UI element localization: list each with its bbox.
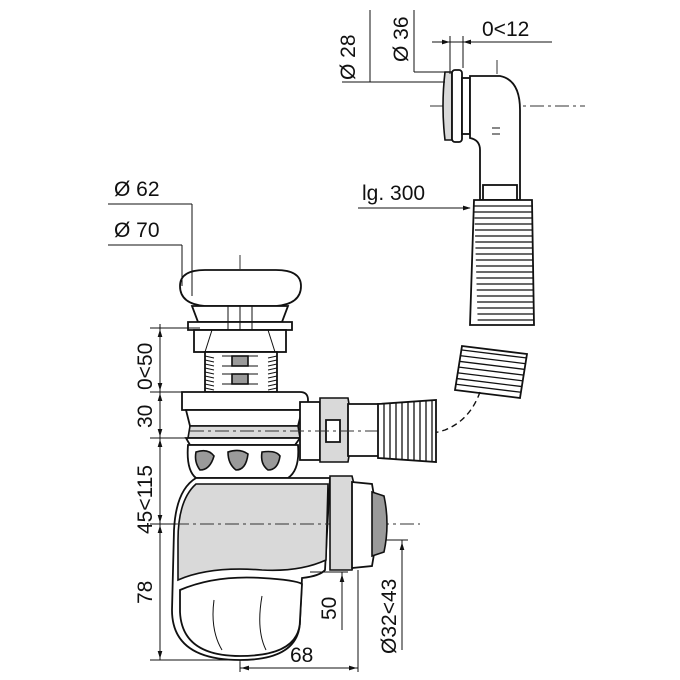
dim-diameter-62: Ø 62 <box>114 178 160 201</box>
overflow-elbow <box>430 60 585 201</box>
dim-height-adjust: 0<50 <box>134 343 157 390</box>
dim-height-78: 78 <box>134 581 157 604</box>
dim-width-68: 68 <box>290 644 313 667</box>
pop-up-plug <box>179 255 302 665</box>
dim-diameter-28: Ø 28 <box>337 34 360 80</box>
outlet-nut <box>329 475 388 571</box>
dim-hose-length: lg. 300 <box>362 182 425 205</box>
siphon-upper-body <box>181 391 309 479</box>
dim-height-30: 30 <box>134 405 157 428</box>
dimension-lines <box>108 10 552 672</box>
dim-height-45-115: 45<115 <box>134 465 157 534</box>
dim-diameter-36: Ø 36 <box>390 16 413 62</box>
threaded-stem <box>204 351 278 393</box>
siphon-bottle <box>150 477 420 661</box>
dim-height-50: 50 <box>318 597 341 620</box>
connecting-hose <box>377 399 437 463</box>
dim-diameter-70: Ø 70 <box>114 219 160 242</box>
overflow-hose <box>469 199 535 326</box>
side-connector <box>190 397 440 463</box>
dim-overflow-adjust: 0<12 <box>482 18 529 41</box>
overflow-hose-cut-end <box>414 345 529 437</box>
dim-outlet-diameter: Ø32<43 <box>378 579 401 654</box>
